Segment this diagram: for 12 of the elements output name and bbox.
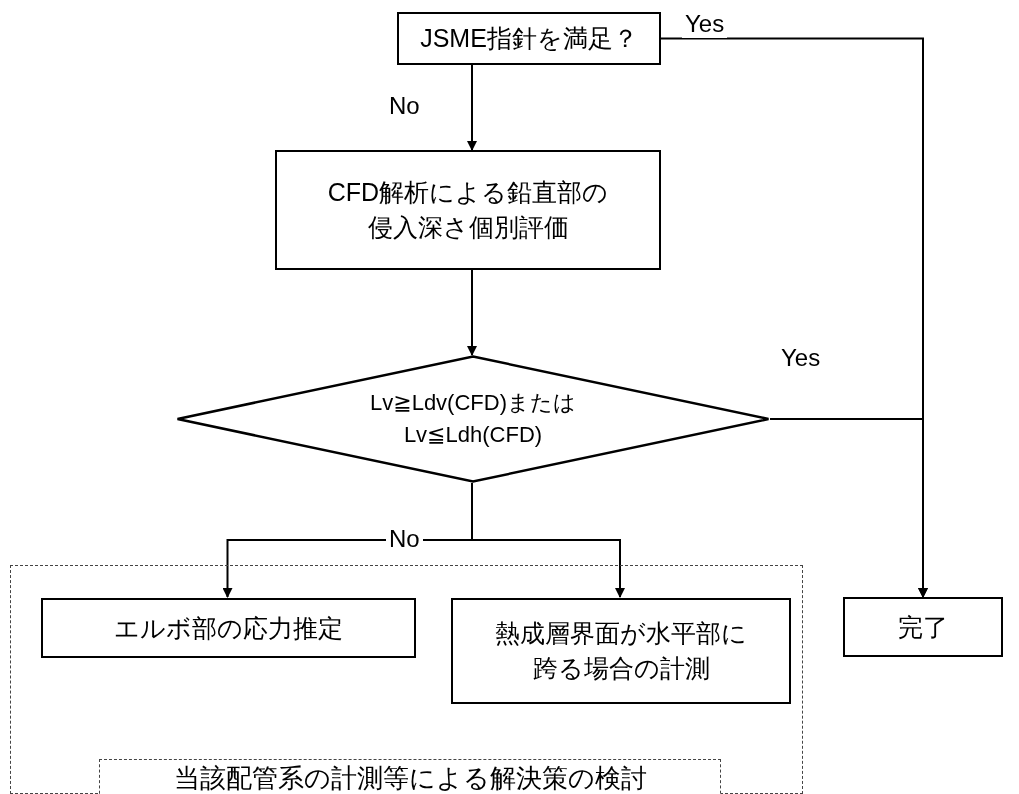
process-box: 熱成層界面が水平部に跨る場合の計測 — [451, 598, 791, 704]
arrow — [467, 64, 477, 151]
process-box: CFD解析による鉛直部の侵入深さ個別評価 — [275, 150, 661, 270]
group-label: 当該配管系の計測等による解決策の検討 — [99, 759, 721, 794]
process-box: エルボ部の応力推定 — [41, 598, 416, 658]
process-box: 完了 — [843, 597, 1003, 657]
process-box: JSME指針を満足？ — [397, 12, 661, 65]
group-frame — [10, 565, 803, 794]
arrow — [769, 418, 928, 598]
arrow — [467, 269, 477, 356]
decision-diamond: Lv≧Ldv(CFD)または Lv≦Ldh(CFD) — [176, 355, 770, 483]
arrow — [471, 482, 625, 598]
